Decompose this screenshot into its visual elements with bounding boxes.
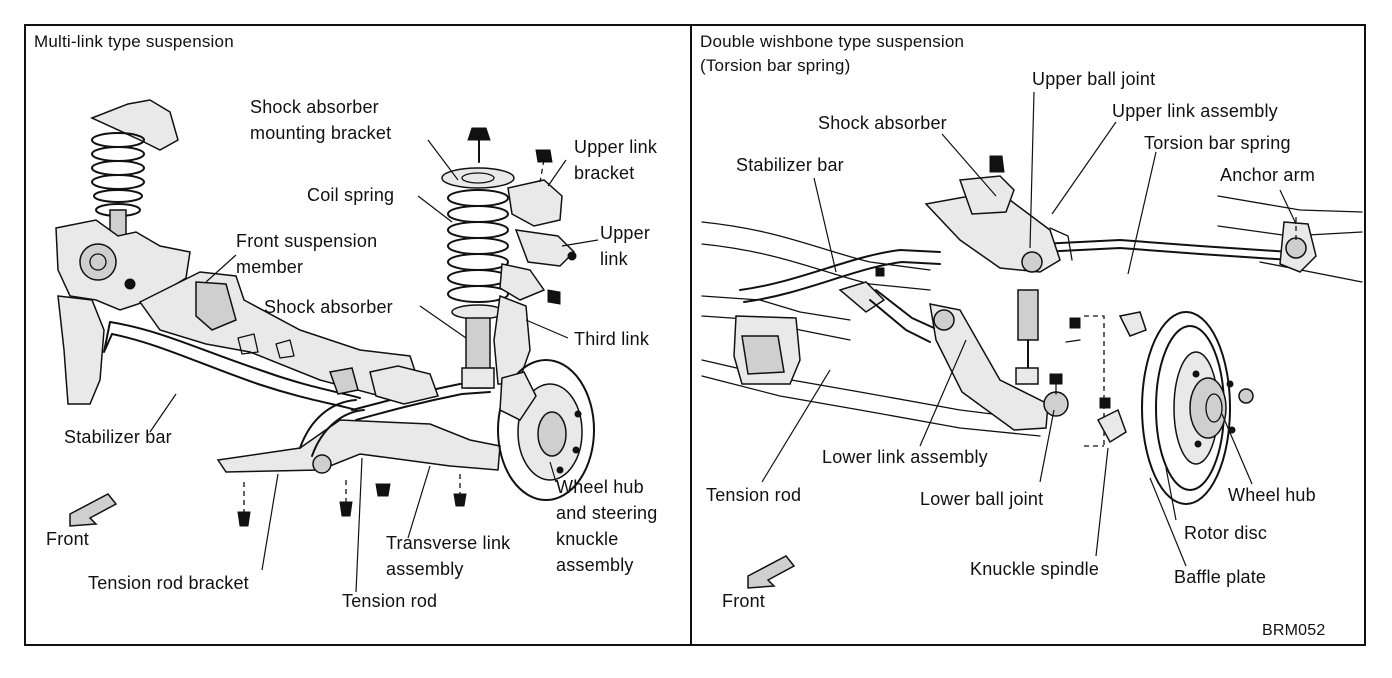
right-shock-absorber: [1015, 289, 1039, 385]
left-bolts: [237, 474, 467, 527]
label-rotor-disc: Rotor disc: [1184, 523, 1268, 543]
left-leader-lines: [149, 139, 599, 593]
label-coil-spring: Coil spring: [307, 185, 395, 205]
label-baffle-plate: Baffle plate: [1174, 567, 1267, 587]
left-upper-link: [493, 149, 577, 385]
label-anchor-arm: Anchor arm: [1220, 165, 1316, 185]
label-tension-rod-right: Tension rod: [706, 485, 802, 505]
label-tension-rod-bracket: Tension rod bracket: [88, 573, 249, 593]
label-stabilizer-bar-right: Stabilizer bar: [736, 155, 844, 175]
figure-code: BRM052: [1262, 622, 1326, 639]
right-panel-title: Double wishbone type suspension (Torsion…: [700, 32, 965, 75]
label-knuckle-spindle: Knuckle spindle: [970, 559, 1100, 579]
left-transverse-link: [216, 399, 501, 474]
left-suspension-member: [138, 271, 419, 397]
label-front-right: Front: [722, 591, 766, 611]
right-rotor-disc: [1141, 311, 1254, 505]
right-upper-link: [924, 155, 1073, 273]
left-panel-title: Multi-link type suspension: [34, 32, 234, 51]
label-lower-ball-joint: Lower ball joint: [920, 489, 1044, 509]
right-crossmember: [733, 249, 941, 385]
label-transverse-link-assembly: Transverse link assembly: [386, 533, 511, 579]
right-frame-rails: [701, 195, 1363, 437]
label-third-link: Third link: [574, 329, 650, 349]
label-shock-absorber-left: Shock absorber: [264, 297, 393, 317]
left-tension-rod: [351, 365, 491, 421]
label-torsion-bar-spring: Torsion bar spring: [1144, 133, 1291, 153]
label-shock-absorber-mounting-bracket: Shock absorber mounting bracket: [250, 97, 392, 143]
label-upper-link-assembly: Upper link assembly: [1112, 101, 1278, 121]
right-knuckle-spindle: [1065, 311, 1147, 447]
label-wheel-hub-steering-knuckle: Wheel hub and steering knuckle assembly: [556, 477, 658, 575]
label-front-suspension-member: Front suspension member: [236, 231, 378, 277]
front-arrow-icon: [747, 555, 796, 589]
label-front-left: Front: [46, 529, 90, 549]
label-upper-link: Upper link: [600, 223, 651, 269]
label-wheel-hub-right: Wheel hub: [1228, 485, 1316, 505]
front-arrow-icon: [69, 493, 118, 527]
label-stabilizer-bar-left: Stabilizer bar: [64, 427, 172, 447]
left-wheel-hub: [497, 359, 595, 501]
label-upper-ball-joint: Upper ball joint: [1032, 69, 1156, 89]
right-lower-link: [869, 289, 1069, 431]
left-shock-absorber: [441, 127, 515, 389]
label-lower-link-assembly: Lower link assembly: [822, 447, 988, 467]
label-tension-rod-left: Tension rod: [342, 591, 438, 611]
right-leader-lines: [761, 91, 1297, 567]
label-upper-link-bracket: Upper link bracket: [574, 137, 658, 183]
left-stabilizer-bar: [103, 321, 361, 411]
label-shock-absorber-right: Shock absorber: [818, 113, 947, 133]
left-knuckle-assembly: [55, 99, 191, 405]
